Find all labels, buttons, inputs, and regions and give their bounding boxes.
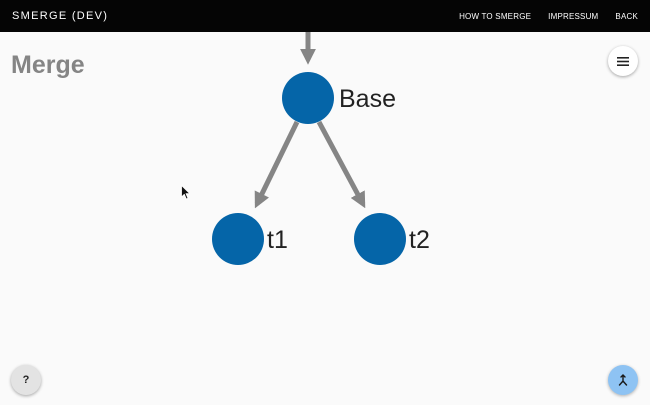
top-nav-links: HOW TO SMERGE IMPRESSUM BACK [459, 12, 638, 21]
graph-edge-base-t2 [316, 120, 366, 209]
graph-node-label-t1: t1 [267, 226, 288, 254]
hamburger-menu-icon [617, 56, 629, 66]
help-button[interactable]: ? [11, 365, 41, 395]
help-button-label: ? [22, 374, 30, 386]
merge-arrows-icon [618, 374, 628, 386]
merge-action-button[interactable] [608, 365, 638, 395]
graph-node-label-base: Base [339, 85, 396, 113]
mouse-pointer-icon [181, 185, 191, 200]
nav-link-back[interactable]: BACK [615, 11, 638, 21]
merge-graph: Base t1 t2 [212, 32, 430, 265]
menu-button[interactable] [608, 46, 638, 76]
nav-link-how-to-smerge[interactable]: HOW TO SMERGE [459, 11, 532, 21]
graph-node-t1[interactable] [212, 213, 264, 265]
graph-edge-base-t1 [254, 120, 300, 209]
graph-node-t2[interactable] [354, 213, 406, 265]
app-brand[interactable]: SMERGE (DEV) [12, 10, 109, 22]
graph-node-base[interactable] [282, 72, 334, 124]
page-title: Merge [11, 51, 85, 79]
nav-link-impressum[interactable]: IMPRESSUM [548, 11, 599, 21]
top-navigation-bar: SMERGE (DEV) HOW TO SMERGE IMPRESSUM BAC… [0, 0, 650, 32]
graph-node-label-t2: t2 [409, 226, 430, 254]
